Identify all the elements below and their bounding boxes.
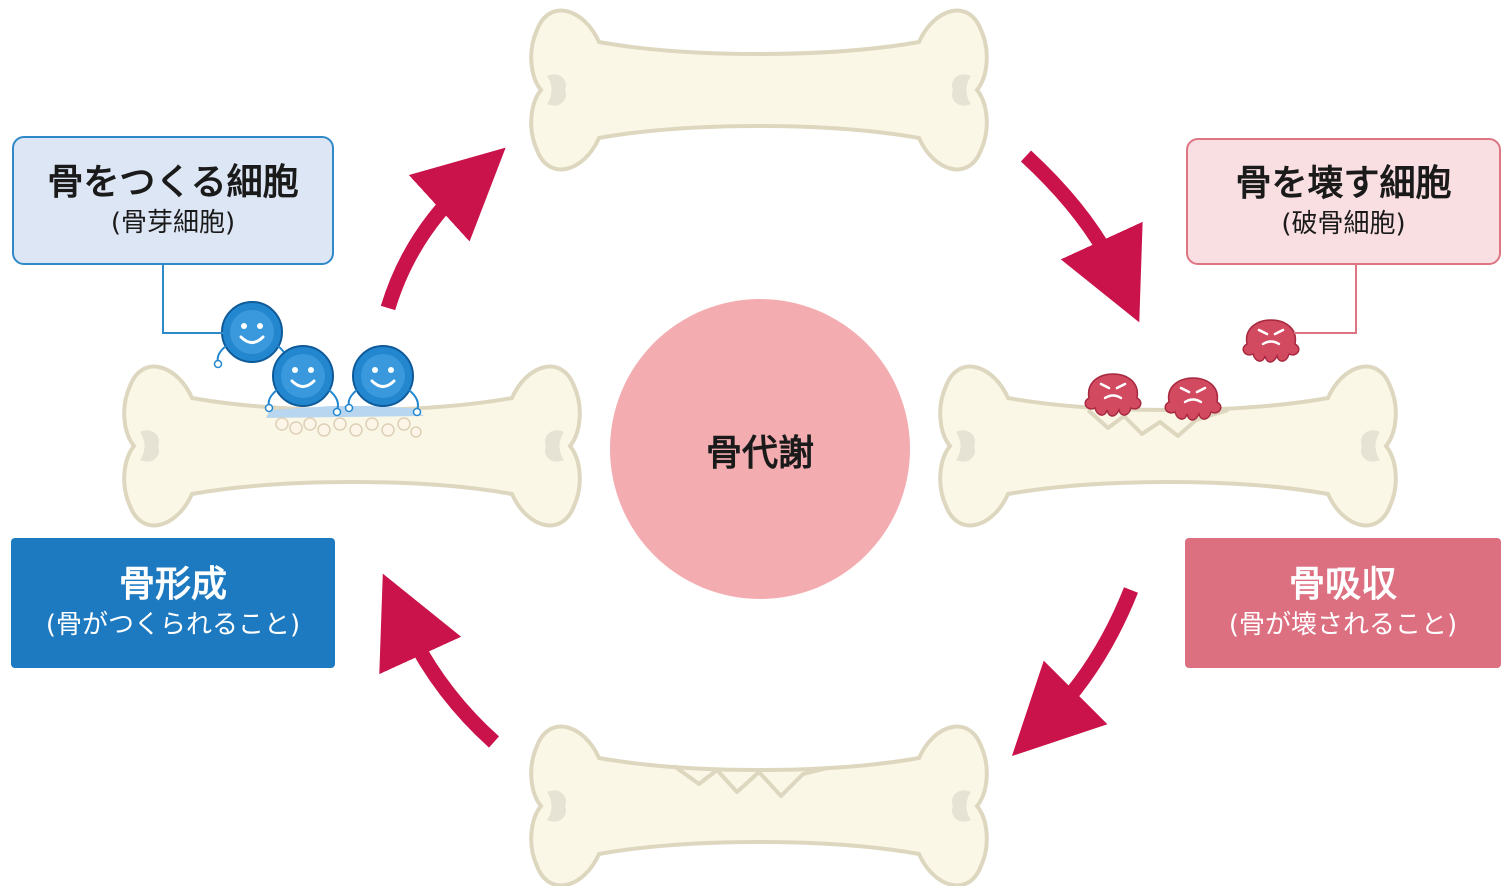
bone-intact	[529, 8, 989, 172]
osteoblast-subtitle: (骨芽細胞)	[110, 207, 236, 238]
osteoclast-title: 骨を壊す細胞	[1235, 162, 1452, 204]
osteoclast-label-box: 骨を壊す細胞 (破骨細胞)	[1186, 138, 1501, 265]
curved-arrow-icon	[380, 147, 506, 311]
osteoblast-cell-icon	[344, 344, 422, 417]
bone-resorbed	[529, 724, 989, 886]
bone-resorption-title: 骨吸収	[1288, 564, 1397, 605]
osteoblast-cell-icon	[264, 344, 342, 417]
bone-formation-site	[122, 364, 582, 528]
curved-arrow-icon	[379, 573, 500, 748]
bone-formation-title: 骨形成	[118, 564, 227, 605]
bone-formation-subtitle: (骨がつくられること)	[45, 610, 301, 640]
curved-arrow-icon	[1011, 587, 1138, 757]
center-label: 骨代謝	[705, 433, 814, 474]
bone-formation-box: 骨形成 (骨がつくられること)	[11, 538, 335, 668]
center-circle	[610, 299, 910, 599]
osteoblast-label-box: 骨をつくる細胞 (骨芽細胞)	[12, 136, 334, 265]
osteoclast-subtitle: (破骨細胞)	[1281, 208, 1406, 239]
bone-resorption-site	[938, 364, 1398, 528]
osteoblast-title: 骨をつくる細胞	[47, 161, 299, 203]
osteoblast-connector-line	[162, 265, 224, 334]
bone-resorption-box: 骨吸収 (骨が壊されること)	[1185, 538, 1501, 668]
osteoclast-connector-line	[1294, 265, 1357, 334]
osteoclast-cell-icon	[1241, 318, 1301, 364]
bone-resorption-subtitle: (骨が壊されること)	[1228, 610, 1458, 640]
curved-arrow-icon	[1020, 150, 1143, 323]
